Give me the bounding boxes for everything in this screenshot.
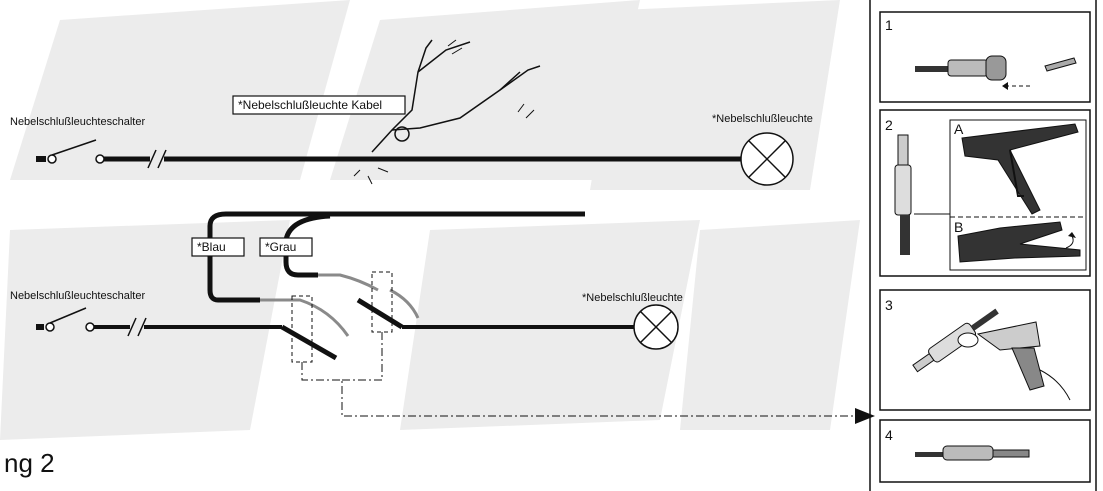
wire-blue	[207, 211, 585, 303]
diagram-2: *Blau *Grau Nebelschlußleuchteschalter *…	[10, 211, 875, 424]
wire-grey-black	[283, 213, 331, 278]
grey-label-box	[259, 237, 313, 257]
wire-cut-end	[280, 324, 338, 361]
connector-icon	[36, 324, 44, 330]
switch-lever	[51, 139, 97, 156]
crimping-tool-icon	[957, 221, 1081, 263]
lamp-icon	[633, 304, 679, 350]
wire-grey	[260, 298, 350, 337]
step-3-panel: 3	[879, 289, 1091, 411]
finished-connector-icon	[915, 445, 1030, 461]
lamp-label: *Nebelschlußleuchte	[712, 113, 813, 125]
cable-label: *Nebelschlußleuchte Kabel	[238, 98, 382, 112]
step-number: 2	[885, 117, 893, 133]
diagram-1: *Nebelschlußleuchte Kabel Nebelschlußleu…	[10, 39, 813, 186]
arrow-icon	[855, 408, 875, 424]
splice-outline	[371, 271, 393, 333]
wire-cut-end	[356, 297, 404, 330]
leader-line	[301, 362, 860, 417]
switch-contact	[95, 154, 105, 164]
connector-icon	[36, 156, 46, 162]
crimping-tool-icon	[961, 123, 1079, 215]
heat-gun-icon	[957, 321, 1071, 401]
splice-outline	[291, 295, 313, 363]
wire-break-icon	[127, 317, 147, 337]
switch-contact	[85, 322, 95, 332]
wire-grey-label: *Grau	[265, 240, 296, 254]
step-1-panel: 1	[879, 11, 1091, 103]
blue-label-box	[191, 237, 245, 257]
leader-line	[342, 332, 383, 381]
steps-panel: 1 2 A B	[869, 0, 1097, 491]
connector-crimp-icon	[915, 55, 1077, 90]
figure-caption: ng 2	[4, 448, 55, 478]
switch-label: Nebelschlußleuchteschalter	[10, 290, 145, 302]
step-2-panel: 2 A B	[879, 109, 1091, 277]
connector-icon	[894, 134, 950, 255]
pliers-icon	[346, 39, 541, 185]
step-number: 3	[885, 297, 893, 313]
switch-contact	[47, 154, 57, 164]
connector-icon	[912, 308, 999, 373]
lamp-label: *Nebelschlußleuchte	[582, 292, 683, 304]
switch-lever	[49, 307, 87, 324]
step-2-sub-a: A	[954, 121, 964, 137]
switch-contact	[45, 322, 55, 332]
step-number: 4	[885, 427, 893, 443]
step-4-panel: 4	[879, 419, 1091, 483]
switch-label: Nebelschlußleuchteschalter	[10, 116, 145, 128]
wire-break-icon	[147, 149, 167, 169]
cable-label-box	[232, 95, 406, 115]
wire-grey	[318, 273, 420, 319]
wire-blue-label: *Blau	[197, 240, 226, 254]
watermark	[0, 0, 860, 440]
step-2-sub-b: B	[954, 219, 963, 235]
step-number: 1	[885, 17, 893, 33]
lamp-icon	[740, 132, 794, 186]
